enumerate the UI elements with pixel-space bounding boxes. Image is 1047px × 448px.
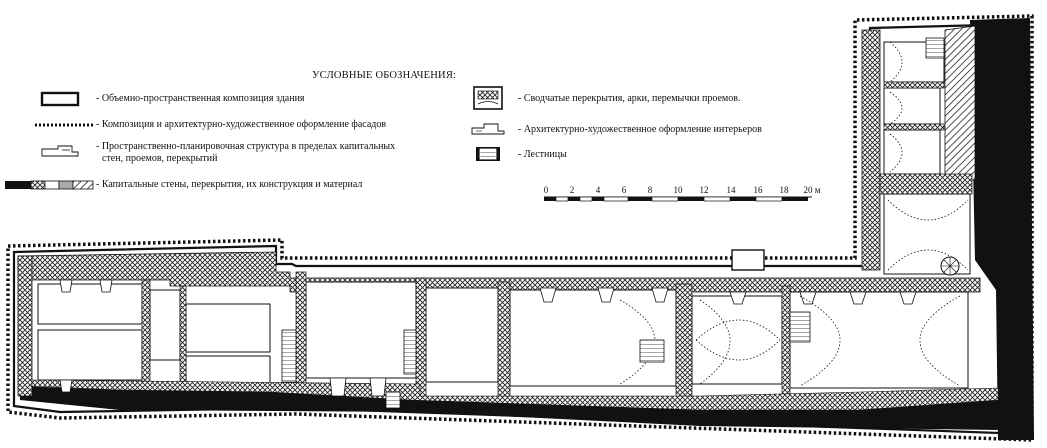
legend-volume-text: - Объемно-пространственная композиция зд… (96, 93, 305, 104)
scale-tick-label: 14 (727, 185, 737, 195)
legend-interiors-text: - Архитектурно-художественное оформление… (518, 124, 762, 135)
room (789, 291, 969, 389)
scale-tick-label: 8 (648, 185, 653, 195)
scale-tick-label: 18 (780, 185, 790, 195)
legend-samples (5, 86, 505, 190)
south-inner-wall (31, 379, 999, 411)
north-wing-wall (861, 29, 881, 271)
west-wall (17, 255, 33, 397)
building-plan (6, 14, 1034, 442)
room (305, 281, 417, 379)
scale-tick-label: 6 (622, 185, 627, 195)
scale-tick-label: 20 м (804, 185, 821, 195)
staircase (639, 339, 665, 363)
legend-sample-volume (40, 91, 80, 107)
east-wall (970, 18, 1034, 440)
rooms (37, 41, 971, 389)
scale-tick-label: 0 (544, 185, 549, 195)
north-wall (17, 251, 981, 293)
scale-bar: 0 2 4 6 8 10 12 14 16 18 20 м (544, 185, 821, 202)
staircase (385, 391, 401, 409)
staircase (281, 329, 297, 383)
room (425, 287, 499, 383)
legend-sample-interiors (471, 123, 505, 135)
scale-tick-label: 4 (596, 185, 601, 195)
room (509, 289, 677, 387)
room (37, 283, 143, 325)
legend-sample-stairs (476, 147, 500, 161)
scale-tick-label: 2 (570, 185, 575, 195)
room (185, 355, 271, 385)
staircase (789, 311, 811, 343)
scale-tick-label: 10 (674, 185, 684, 195)
facade-boundary (6, 14, 1034, 442)
legend-walls-text: - Капитальные стены, перекрытия, их конс… (96, 179, 363, 190)
legend-planning-text-cont: стен, проемов, перекрытий (102, 153, 218, 164)
legend-facade-text: - Композиция и архитектурно-художественн… (96, 119, 387, 130)
legend-title: УСЛОВНЫЕ ОБОЗНАЧЕНИЯ: (312, 70, 457, 81)
room (691, 295, 783, 385)
south-wall (20, 386, 998, 430)
staircases (281, 37, 960, 409)
staircase (925, 37, 945, 59)
scale-tick-label: 16 (754, 185, 764, 195)
window-niches (59, 279, 917, 397)
legend-sample-vaults (473, 86, 503, 110)
room (37, 329, 143, 381)
partitions (141, 81, 973, 405)
room (185, 303, 271, 353)
north-wing-inner-wall (944, 25, 976, 181)
tower-projection (731, 249, 765, 271)
legend-sample-walls (5, 180, 94, 190)
legend-vaults-text: - Сводчатые перекрытия, арки, перемычки … (518, 93, 741, 104)
scale-tick-label: 12 (700, 185, 709, 195)
room (883, 129, 941, 175)
staircase (403, 329, 417, 375)
room (883, 87, 941, 125)
legend-planning-text: - Пространственно-планировочная структур… (96, 141, 396, 152)
legend-stairs-text: - Лестницы (518, 149, 567, 160)
room (149, 289, 181, 361)
legend-sample-planning (41, 145, 79, 157)
